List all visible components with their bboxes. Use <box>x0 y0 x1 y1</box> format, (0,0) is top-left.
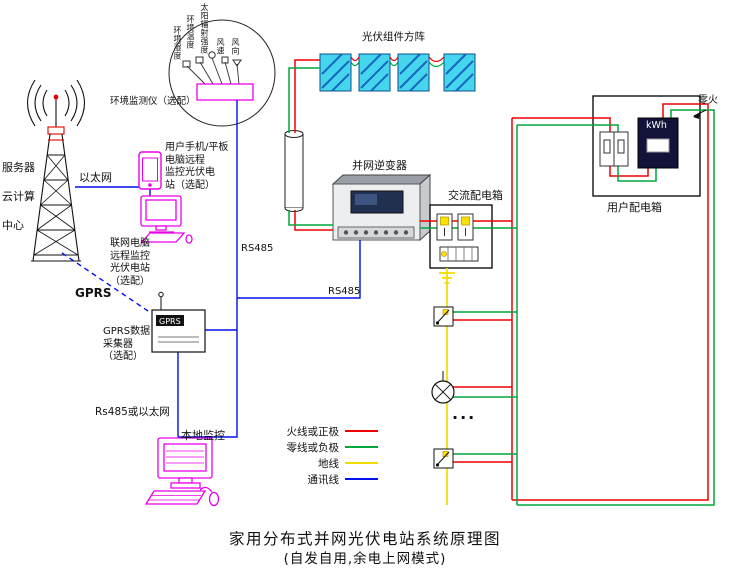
energy-meter <box>637 117 679 169</box>
wind-vane-sensor-icon <box>232 59 242 67</box>
comm-wires <box>61 100 361 438</box>
sensor-label-radiation: 太阳辐射强度 <box>200 3 209 54</box>
lamp <box>431 371 455 404</box>
env-monitor-cluster <box>168 19 276 127</box>
wind-speed-sensor-icon <box>221 56 229 64</box>
legend-row-live: 火线或正极 <box>278 423 378 439</box>
wall-switch-1 <box>433 306 454 327</box>
server-cloud-label: 服务器 云计算 中心 <box>2 161 35 232</box>
user-box-label: 用户配电箱 <box>607 201 662 214</box>
radiation-sensor-icon <box>208 51 216 59</box>
desktop-computer <box>140 195 193 244</box>
sensor-label-wind-direction: 风向 <box>231 38 240 55</box>
sensor-label-wind-speed: 风速 <box>216 38 225 55</box>
radio-tower <box>26 79 86 262</box>
gprs-device-text: GPRS <box>159 316 181 326</box>
legend-swatch-live <box>345 430 378 432</box>
user-box-breaker <box>599 131 629 167</box>
legend-label-neutral: 零线或负极 <box>286 441 340 454</box>
neutral-wires <box>288 67 715 506</box>
legend-label-live: 火线或正极 <box>286 425 340 438</box>
env-monitor-label: 环境监测仪（选配） <box>110 96 196 107</box>
local-monitor-label: 本地监控 <box>181 429 225 442</box>
gprs-link-label: GPRS <box>75 286 112 300</box>
neutral-live-label: 零火 <box>698 95 718 106</box>
humidity-sensor-icon <box>182 60 191 68</box>
temperature-sensor-icon <box>195 56 204 64</box>
legend-row-comm: 通讯线 <box>278 471 378 487</box>
ac-box-label: 交流配电箱 <box>448 189 503 202</box>
legend-row-neutral: 零线或负极 <box>278 439 378 455</box>
legend-swatch-neutral <box>345 446 378 448</box>
wall-switch-2 <box>433 448 454 469</box>
sensor-label-temperature: 环境温度 <box>186 15 195 49</box>
ethernet-label: 以太网 <box>79 171 112 184</box>
dc-surge-protector <box>284 130 304 212</box>
legend-swatch-comm <box>345 478 378 480</box>
pv-array-label: 光伏组件方阵 <box>362 31 425 43</box>
wire-legend: 火线或正极 零线或负极 地线 通讯线 <box>278 423 378 487</box>
gprs-collector-device <box>151 291 206 353</box>
panel-jumper-neutral <box>350 61 445 68</box>
local-monitor-computer <box>144 437 220 507</box>
ac-box-breakers <box>436 213 479 262</box>
smartphone <box>138 151 162 190</box>
meter-kwh-text: kWh <box>646 120 667 131</box>
inverter-label: 并网逆变器 <box>352 159 407 172</box>
rs485-or-ethernet-label: Rs485或以太网 <box>95 406 170 418</box>
legend-label-comm: 通讯线 <box>307 473 340 486</box>
gprs-collector-label: GPRS数据 采集器 （选配） <box>103 326 151 362</box>
sensor-label-humidity: 环境湿度 <box>173 26 182 60</box>
diagram-subtitle: (自发自用,余电上网模式) <box>283 551 447 567</box>
rs485-bus-label: RS485 <box>241 243 274 254</box>
inverter-device <box>331 173 432 242</box>
panel-jumper-live <box>350 56 445 63</box>
legend-swatch-ground <box>345 462 378 464</box>
pv-panel-array <box>319 53 476 92</box>
diagram-title: 家用分布式并网光伏电站系统原理图 <box>228 530 501 548</box>
more-loads-dots: ... <box>452 404 477 423</box>
rs485-inverter-label: RS485 <box>328 286 361 297</box>
env-monitor-box <box>196 83 254 101</box>
legend-row-ground: 地线 <box>278 455 378 471</box>
neutral-live-arrow <box>693 109 707 119</box>
legend-label-ground: 地线 <box>318 457 339 470</box>
phone-monitor-label: 用户手机/平板 电脑远程 监控光伏电 站（选配） <box>165 142 229 191</box>
pc-monitor-label: 联网电脑 远程监控 光伏电站 （选配） <box>110 238 150 287</box>
